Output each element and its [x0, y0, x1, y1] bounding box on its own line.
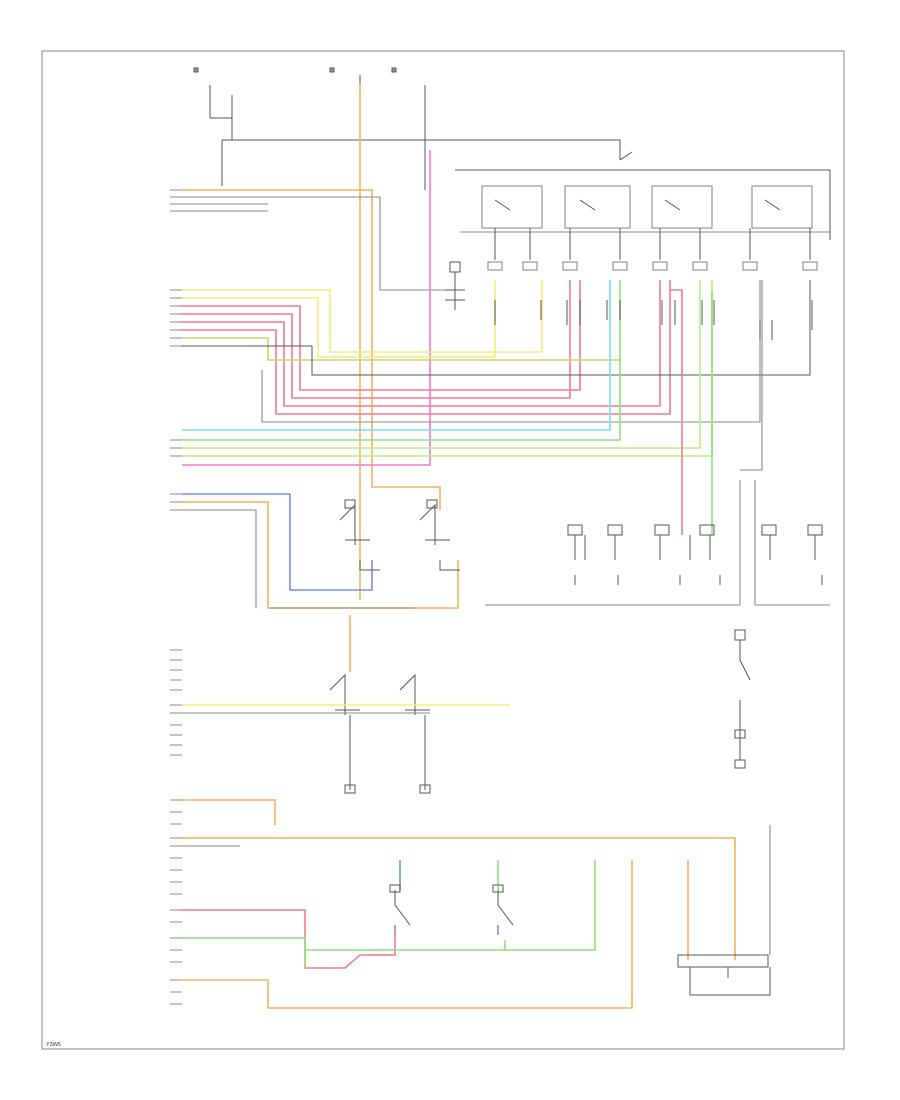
wire-red-bottom — [182, 909, 396, 969]
wire-blue — [182, 493, 373, 591]
wire-red-3 — [182, 280, 661, 407]
wire-orange-bottom-3 — [182, 860, 633, 1009]
left-connector-c1 — [170, 189, 182, 511]
relays-middle — [339, 499, 460, 571]
connector-center — [445, 261, 465, 310]
wire-red-4 — [182, 280, 671, 415]
wire-red-2 — [182, 280, 571, 399]
seat-switch-assembly — [455, 169, 831, 340]
wire-green-olive — [182, 337, 620, 361]
wire-gray-bat-2 — [182, 196, 465, 291]
lumbar-motor — [677, 954, 771, 996]
lumbar-switches — [389, 884, 514, 935]
figure-id: Y3W5 — [46, 1042, 61, 1048]
wire-green-1 — [182, 280, 621, 441]
left-connector-c2 — [170, 649, 182, 1005]
wire-gray-4 — [182, 509, 257, 608]
bus-bar-2 — [485, 480, 830, 606]
diagram-frame — [41, 50, 845, 1050]
wire-orange-power — [182, 189, 441, 510]
wire-lightgreen-1 — [182, 280, 701, 449]
wire-gray-3 — [261, 280, 761, 423]
wire-pink-power — [182, 150, 431, 466]
wire-cyan — [182, 280, 611, 431]
fuse-block-top — [193, 67, 633, 190]
relays-right — [567, 524, 823, 585]
wire-yellow-2 — [182, 280, 496, 358]
wire-yellow-1 — [182, 280, 543, 353]
wire-orange-2 — [182, 501, 459, 609]
wire-gray-right-long — [740, 280, 763, 471]
wire-green-bottom — [182, 860, 596, 968]
wire-red-1 — [182, 280, 581, 391]
wire-orange-bottom-2 — [182, 837, 736, 960]
wire-red-right — [670, 289, 683, 535]
wire-orange-bottom-1 — [182, 799, 276, 825]
relays-lower — [329, 673, 431, 794]
memory-switch-right — [734, 629, 751, 769]
wire-dark-1 — [182, 280, 811, 376]
